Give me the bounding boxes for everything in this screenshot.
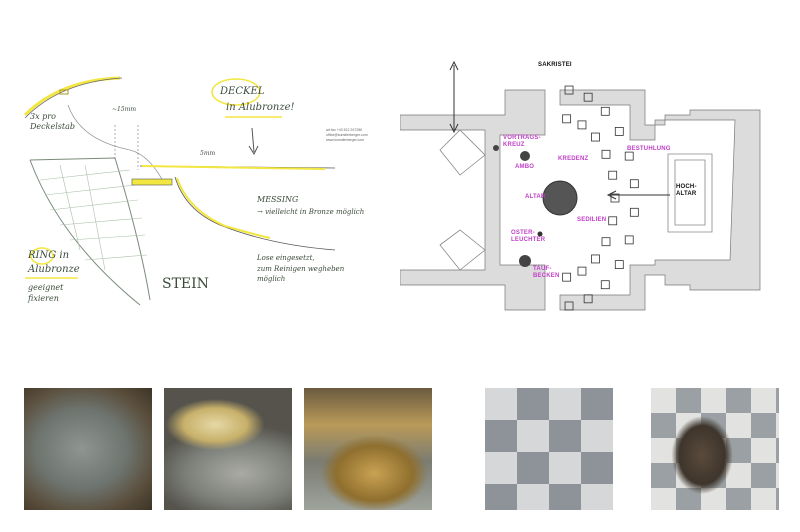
note-deckel-stab: 3x pro Deckelstab (30, 112, 75, 131)
seat (610, 193, 620, 203)
label-vortragskreuz: VORTRAGS- KREUZ (503, 135, 541, 148)
seat (583, 294, 593, 304)
note-messing: MESSING (257, 195, 299, 204)
ambo-mark (520, 151, 530, 161)
note-lose-detail: zum Reinigen wegheben möglich (257, 265, 345, 283)
label-ambo: AMBO (515, 164, 535, 170)
sketch-drawing (23, 76, 336, 306)
floor-plan: SAKRISTEI VORTRAGS- KREUZ AMBO KREDENZ B… (400, 50, 780, 330)
seat (614, 127, 624, 136)
seat (629, 179, 639, 189)
detail-sketch: art.fax +43 512 297286 office@kunstlerbe… (20, 60, 380, 320)
label-hochaltar: HOCH- ALTAR (676, 184, 697, 197)
candle-mark (537, 231, 543, 237)
cross-mark (493, 145, 499, 151)
seat (600, 106, 610, 116)
contact-info: art.fax +43 512 297286 office@kunstlerbe… (326, 128, 368, 143)
seat (591, 132, 600, 142)
seat (608, 170, 618, 180)
label-sakristei: SAKRISTEI (538, 62, 572, 68)
seat (614, 260, 624, 269)
seat (601, 149, 611, 159)
seat (608, 216, 618, 226)
seat (624, 235, 634, 245)
label-kredenz: KREDENZ (558, 156, 589, 162)
label-altar: ALTAR (525, 194, 546, 200)
label-taufbecken: TAUF- BECKEN (533, 266, 560, 279)
note-deckel-material: in Alubronze! (226, 102, 295, 113)
seat (600, 280, 610, 290)
photo-stone-block (24, 388, 152, 510)
seat (591, 254, 600, 264)
font-mark (519, 255, 531, 267)
seat (564, 85, 574, 95)
seat (562, 272, 572, 282)
note-ring: RING in (28, 250, 70, 261)
measure-top: ~15mm (112, 106, 137, 113)
note-ring-material: Alubronze (28, 264, 80, 275)
seat (577, 120, 587, 130)
note-messing-detail: → vielleicht in Bronze möglich (257, 208, 365, 216)
note-deckel: DECKEL (220, 86, 265, 97)
seat (601, 237, 611, 247)
photo-lid-on-basin (304, 388, 432, 510)
altar-mark (542, 180, 578, 216)
label-bestuhlung: BESTUHLUNG (627, 146, 671, 152)
floor-plan-drawing (400, 60, 761, 311)
seat (564, 301, 574, 311)
seat (583, 92, 593, 102)
note-lose: Lose eingesetzt, (257, 254, 315, 262)
seat (562, 114, 572, 124)
photo-brass-bowl (164, 388, 292, 510)
photo-marble-floor (485, 388, 613, 510)
label-sedilien: SEDILIEN (577, 217, 607, 223)
note-ring-fix: geeignet fixieren (28, 283, 64, 303)
contact-line: art.fax +43 512 297286 (326, 128, 363, 132)
seat (629, 207, 639, 217)
contact-line: office@kunstlerberger.com (326, 133, 368, 137)
seat (624, 151, 634, 161)
label-osterleuchter: OSTER- LEUCHTER (511, 230, 546, 243)
measure-side: 5mm (200, 150, 216, 157)
contact-line: www.kunstlerberger.com (326, 138, 365, 142)
seat (577, 266, 587, 276)
note-stein: STEIN (162, 276, 209, 292)
photo-worker-kneeling (651, 388, 779, 510)
